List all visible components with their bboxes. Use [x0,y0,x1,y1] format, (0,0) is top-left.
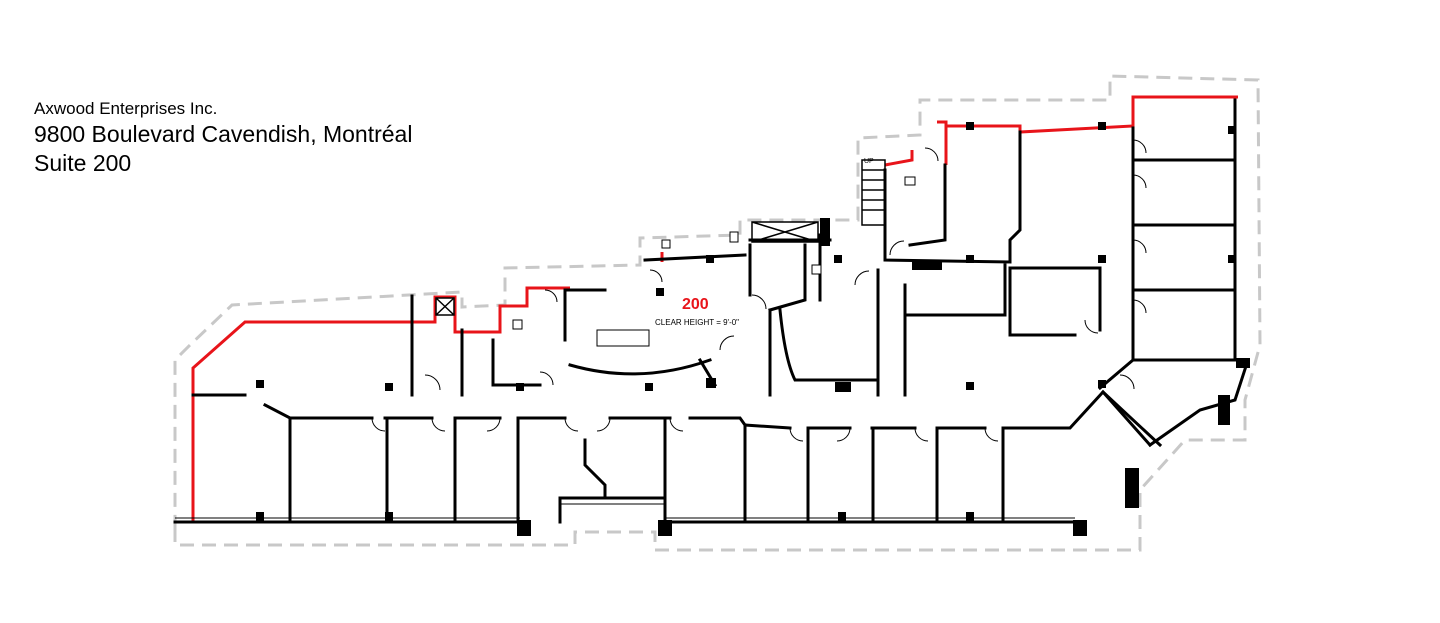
fixture-box [512,319,523,330]
elevator-lobby [751,221,819,243]
northeast-rooms [883,98,1237,362]
stair [861,159,886,226]
fixture-box-3 [904,176,916,186]
office-partitions-south [288,416,1005,524]
corridor-wall [191,389,1153,448]
central-core [410,233,907,397]
structural-columns [256,122,1250,536]
toilet-fixture [729,231,739,243]
door-swings [371,139,1147,442]
stair-up-label: UP [864,158,874,165]
fixture-box-2 [811,264,822,275]
title-block: Axwood Enterprises Inc. 9800 Boulevard C… [34,98,412,178]
sink-fixture [661,239,671,249]
reception-desk [596,329,650,347]
suite-boundary-east [884,95,1238,167]
building-address: 9800 Boulevard Cavendish, Montréal [34,121,413,147]
suite-boundary [191,286,570,522]
suite-number-label: 200 [682,296,709,313]
clear-height-label: CLEAR HEIGHT = 9'-0" [655,318,739,327]
shaft-box [435,297,455,316]
company-name: Axwood Enterprises Inc. [34,99,218,118]
building-outline [173,74,1262,552]
suite-label: Suite 200 [34,150,132,176]
